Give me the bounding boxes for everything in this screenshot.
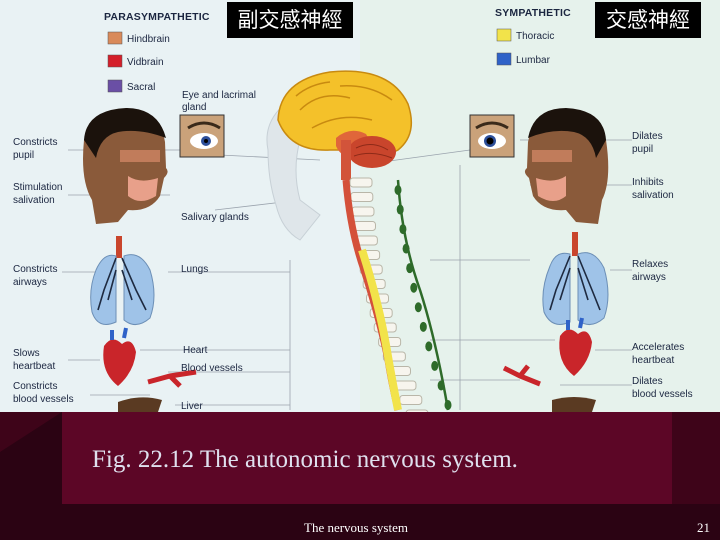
footer-text: The nervous system <box>304 520 408 535</box>
brain <box>277 70 413 180</box>
ganglion <box>425 341 433 352</box>
legend-label-vidbrain: Vidbrain <box>127 57 164 68</box>
organ-label-eye: Eye and lacrimal gland <box>182 90 259 113</box>
ganglion <box>414 302 422 313</box>
legend-label-thoracic: Thoracic <box>516 31 554 42</box>
para-effect-vessels: Constricts blood vessels <box>13 381 74 405</box>
symp-effect-airways: Relaxes airways <box>632 259 671 283</box>
organ-label-lungs: Lungs <box>181 264 208 275</box>
para-effect-saliva: Stimulation salivation <box>13 182 65 206</box>
legend-swatch-thoracic <box>496 28 512 42</box>
sympathetic-chinese-title: 交感神經 <box>595 2 701 38</box>
right-lungs <box>542 232 609 325</box>
organ-label-liver: Liver <box>181 401 203 412</box>
vertebra <box>352 221 376 231</box>
legend-swatch-hindbrain <box>107 31 123 45</box>
sympathetic-ganglia <box>394 185 452 410</box>
vertebra <box>350 192 374 202</box>
parasympathetic-chinese-title: 副交感神經 <box>227 2 353 38</box>
corner-decoration-left <box>0 412 62 452</box>
symp-effect-vessels: Dilates blood vessels <box>632 376 693 400</box>
vertebra <box>349 177 373 188</box>
right-blood-vessel <box>502 364 541 387</box>
right-eye-inset <box>469 114 515 158</box>
legend-swatch-vidbrain <box>107 54 123 68</box>
vertebra <box>351 206 375 217</box>
legend-label-sacral: Sacral <box>127 82 155 93</box>
legend-swatch-lumbar <box>496 52 512 66</box>
ganglion <box>406 263 414 274</box>
right-heart <box>559 317 592 376</box>
ganglion <box>394 185 402 195</box>
ganglion <box>396 204 404 215</box>
spinal-cord-thoracic <box>358 248 402 411</box>
parasympathetic-head-figure <box>83 108 168 224</box>
ganglion <box>410 282 418 293</box>
organ-label-heart: Heart <box>183 345 208 356</box>
sympathetic-heading: SYMPATHETIC <box>495 7 571 19</box>
ganglion <box>431 360 439 371</box>
parasympathetic-connector-lines <box>62 149 321 410</box>
left-heart <box>103 327 136 386</box>
left-liver <box>118 397 162 412</box>
figure-caption: Fig. 22.12 The autonomic nervous system. <box>92 446 518 473</box>
ganglion <box>437 380 445 391</box>
vertebra <box>405 409 429 412</box>
sympathetic-panel <box>360 0 720 412</box>
right-liver <box>552 397 596 412</box>
left-eye-inset <box>179 114 225 158</box>
legend-label-lumbar: Lumbar <box>516 55 551 66</box>
para-effect-pupil: Constricts pupil <box>13 137 60 161</box>
symp-effect-pupil: Dilates pupil <box>632 131 665 155</box>
legend-swatch-sacral <box>107 79 123 93</box>
left-blood-vessel <box>147 369 197 388</box>
para-effect-airways: Constricts airways <box>13 264 60 288</box>
sympathetic-head-figure <box>524 108 609 224</box>
page-number: 21 <box>697 520 710 535</box>
symp-effect-heartbeat: Accelerates heartbeat <box>632 342 687 366</box>
legend-label-hindbrain: Hindbrain <box>127 34 170 45</box>
autonomic-nervous-system-figure: PARASYMPATHETIC SYMPATHETIC Hindbrain Vi… <box>0 0 720 412</box>
ganglion <box>399 224 407 235</box>
ganglion <box>444 400 452 410</box>
sympathetic-chain <box>396 179 450 411</box>
organ-label-salivary: Salivary glands <box>181 212 249 223</box>
left-lungs <box>90 236 155 325</box>
symp-effect-saliva: Inhibits salivation <box>632 177 674 201</box>
para-effect-heartbeat: Slows heartbeat <box>13 348 55 372</box>
parasympathetic-heading: PARASYMPATHETIC <box>104 11 210 23</box>
corner-decoration-right <box>672 412 720 504</box>
ganglion <box>419 321 427 332</box>
ganglion <box>402 243 410 254</box>
vertebra <box>399 395 423 405</box>
caption-panel <box>62 412 672 504</box>
organ-label-vessels: Blood vessels <box>181 363 243 374</box>
